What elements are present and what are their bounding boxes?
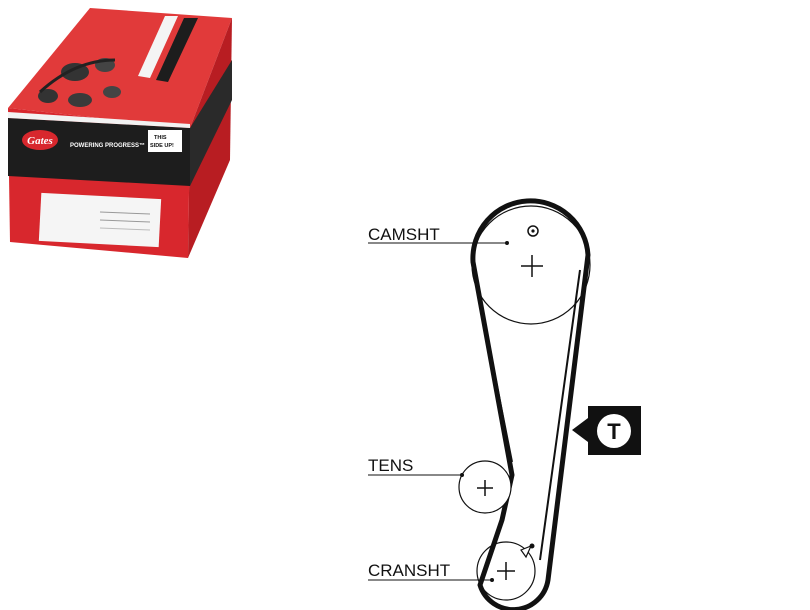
side-up-line2: SIDE UP! — [150, 143, 174, 149]
t-badge-letter: T — [607, 419, 621, 444]
box-pulley-image — [61, 63, 89, 81]
side-up-label — [148, 130, 182, 152]
camshaft-pulley — [471, 205, 591, 325]
box-pulley-image — [68, 93, 92, 107]
t-badge-circle — [597, 414, 631, 448]
box-top-stripe — [138, 16, 178, 78]
box-tagline: POWERING PROGRESS™ — [70, 142, 145, 149]
camshaft-label: CAMSHT — [368, 225, 440, 244]
gates-logo-icon — [22, 130, 58, 150]
box-sticker-line — [99, 227, 151, 231]
crankshaft-label: CRANSHT — [368, 561, 450, 580]
camshaft-timing-mark-dot — [531, 229, 535, 233]
crankshaft-timing-mark-icon — [520, 544, 533, 559]
box-brand: Gates — [27, 135, 53, 147]
camshaft-timing-mark-icon — [527, 225, 539, 237]
box-pulley-image — [38, 89, 58, 103]
box-white-stripe — [8, 112, 190, 128]
box-pulley-image — [103, 86, 121, 98]
side-up-line1: THIS — [154, 135, 167, 141]
crankshaft-timing-dot — [529, 543, 535, 549]
product-box-image: Gates POWERING PROGRESS™ THIS SIDE UP! — [8, 8, 232, 258]
timing-belt-inner — [479, 269, 581, 561]
box-top-stripe — [156, 18, 198, 82]
tensioner-label: TENS — [368, 456, 413, 475]
box-belt-image — [38, 58, 116, 94]
box-sticker-line — [99, 219, 151, 223]
box-sticker-line — [99, 211, 151, 215]
box-side-band — [190, 60, 232, 186]
crankshaft-pulley — [476, 541, 536, 601]
